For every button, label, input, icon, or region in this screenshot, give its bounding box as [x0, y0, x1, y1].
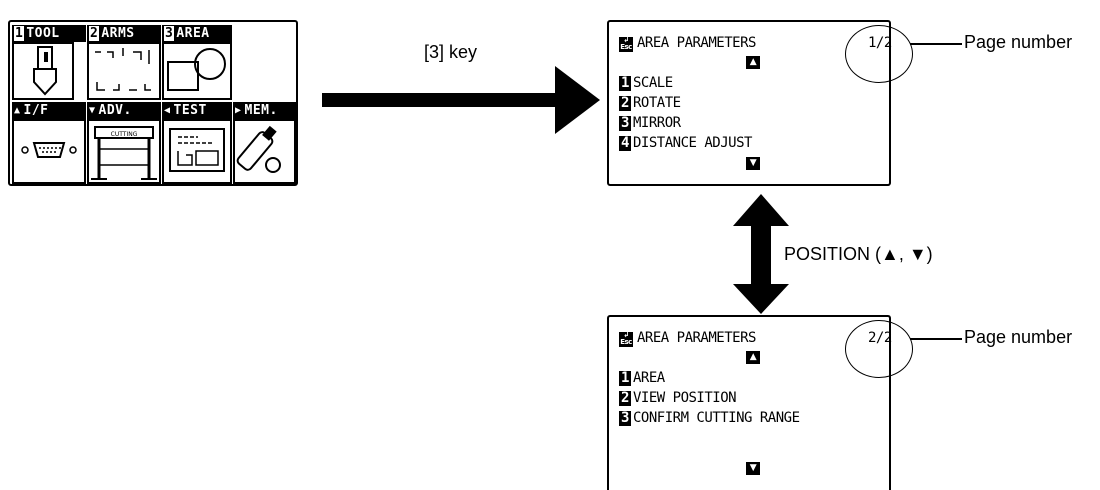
memory-icon [236, 125, 281, 173]
scroll-down-icon[interactable]: ▼ [746, 462, 760, 475]
area-parameters-page-2: ↲Esc AREA PARAMETERS 2/2 ▲ 1 AREA 2 VIEW… [607, 315, 913, 490]
esc-icon[interactable]: ↲Esc [619, 36, 633, 52]
menu-item-view-position[interactable]: 2 VIEW POSITION [619, 390, 737, 406]
key-arrow-head [555, 66, 600, 134]
area-icon [167, 48, 226, 91]
page-number-circle [845, 25, 913, 83]
menu-item-rotate[interactable]: 2 ROTATE [619, 95, 681, 111]
position-arrow-up-head [733, 194, 789, 226]
tab-memory[interactable]: ▶ MEM. [233, 102, 296, 119]
test-tile[interactable] [162, 119, 232, 184]
position-label: POSITION (▲, ▼) [784, 244, 933, 264]
scroll-down-icon[interactable]: ▼ [746, 157, 760, 170]
tab-area[interactable]: 3 AREA [162, 25, 232, 42]
interface-tile[interactable] [12, 119, 86, 184]
menu-item-area[interactable]: 1 AREA [619, 370, 665, 386]
menu-item-confirm-cutting-range[interactable]: 3 CONFIRM CUTTING RANGE [619, 410, 800, 426]
position-arrow-down-head [733, 284, 789, 314]
test-icon [169, 128, 225, 172]
scroll-up-icon[interactable]: ▲ [746, 56, 760, 69]
advanced-tile[interactable]: CUTTING [87, 119, 161, 184]
page-number-leader-top [910, 43, 962, 45]
arms-tile[interactable] [87, 42, 161, 100]
position-arrow-shaft [751, 225, 771, 285]
screen-title: AREA PARAMETERS [637, 330, 756, 346]
tab-arms[interactable]: 2 ARMS [87, 25, 161, 42]
tab-test[interactable]: ◀ TEST [162, 102, 232, 119]
menu-item-mirror[interactable]: 3 MIRROR [619, 115, 681, 131]
screen-title: AREA PARAMETERS [637, 35, 756, 51]
memory-tile[interactable] [233, 119, 296, 184]
plotter-icon: CUTTING [91, 126, 157, 180]
tab-advanced[interactable]: ▼ ADV. [87, 102, 161, 119]
page-number-callout-top: Page number [964, 32, 1073, 52]
arms-icon [95, 48, 151, 91]
tab-tool[interactable]: 1 TOOL [12, 25, 86, 42]
page-number-circle [845, 320, 913, 378]
esc-icon[interactable]: ↲Esc [619, 331, 633, 347]
main-menu-screen: 1 TOOL 2 ARMS 3 AREA ▲ [8, 20, 298, 186]
interface-icon [21, 142, 77, 158]
tool-tile[interactable] [12, 42, 74, 100]
page-number-callout-bottom: Page number [964, 327, 1073, 347]
key-arrow-label: [3] key [424, 42, 478, 62]
page-number: 1/2 [868, 35, 892, 51]
page-number: 2/2 [868, 330, 892, 346]
page-number-leader-bottom [910, 338, 962, 340]
area-tile[interactable] [162, 42, 232, 100]
area-parameters-page-1: ↲Esc AREA PARAMETERS 1/2 ▲ 1 SCALE 2 ROT… [607, 20, 913, 186]
tool-icon [33, 46, 57, 96]
scroll-up-icon[interactable]: ▲ [746, 351, 760, 364]
cutting-label: CUTTING [111, 131, 138, 138]
menu-item-scale[interactable]: 1 SCALE [619, 75, 673, 91]
tab-interface[interactable]: ▲ I/F [12, 102, 86, 119]
menu-item-distance-adjust[interactable]: 4 DISTANCE ADJUST [619, 135, 752, 151]
